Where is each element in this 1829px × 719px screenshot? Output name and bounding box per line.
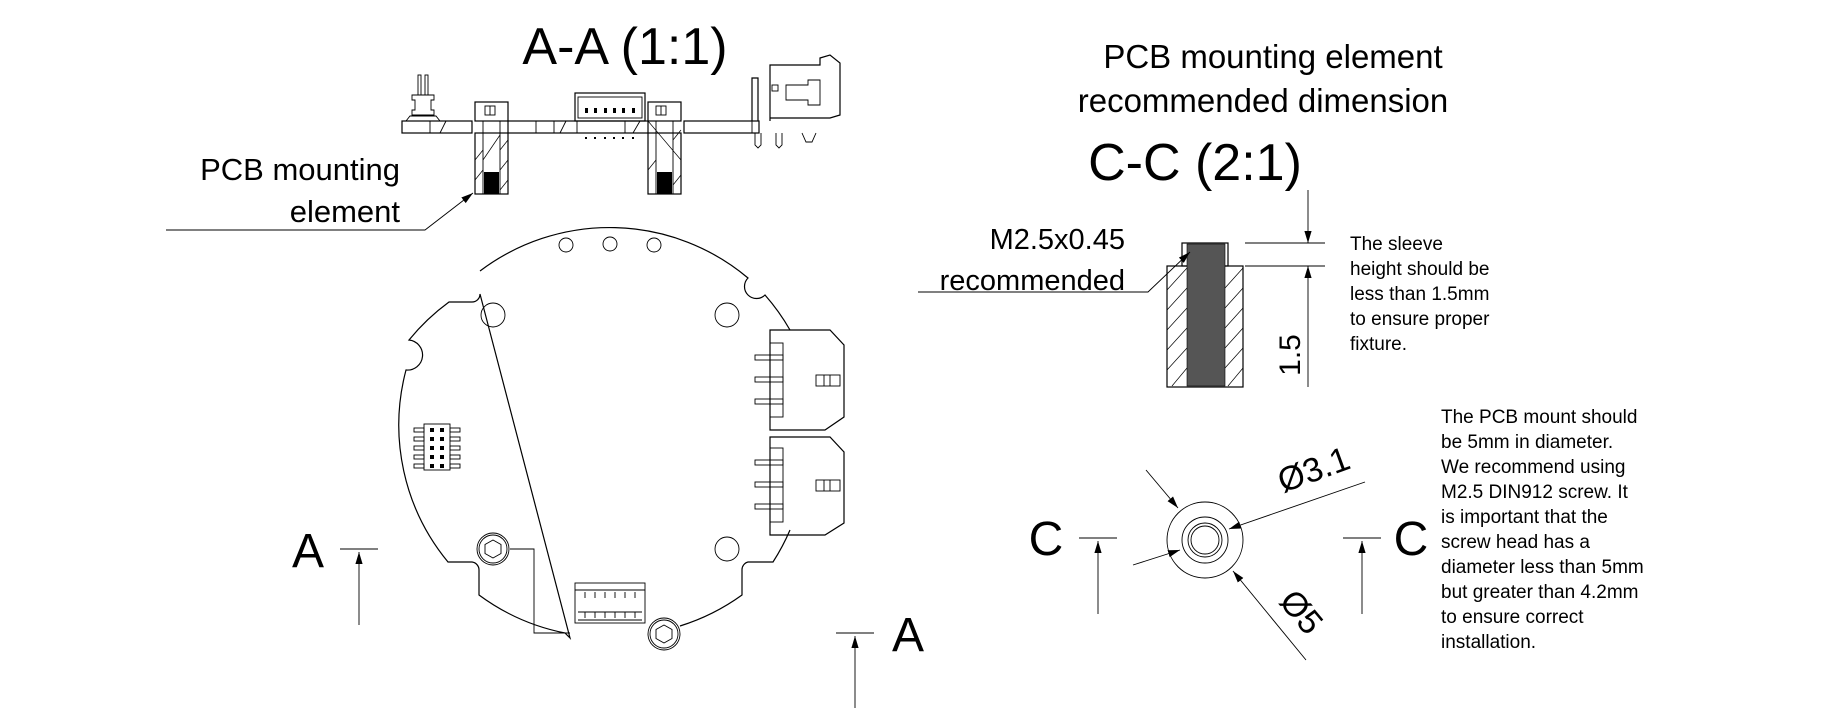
thread-callout: M2.5x0.45 recommended xyxy=(918,224,1191,297)
section-aa-title: A-A (1:1) xyxy=(522,18,727,76)
inner-diameter-label: Ø3.1 xyxy=(1273,440,1355,501)
mount-note-line: M2.5 DIN912 screw. It xyxy=(1441,482,1629,503)
mount-note-line: The PCB mount should xyxy=(1441,407,1637,428)
callout-line-1: PCB mounting xyxy=(200,152,400,187)
hole xyxy=(602,236,618,252)
section-marker-c-right: C xyxy=(1343,513,1428,614)
sleeve-note-line: fixture. xyxy=(1350,334,1407,355)
mount-note: The PCB mount should be 5mm in diameter.… xyxy=(1441,407,1644,653)
callout-pcb-mounting-element: PCB mounting element xyxy=(166,152,474,231)
pin-header-2x5 xyxy=(413,423,461,471)
connector-top-side xyxy=(574,92,646,139)
mount-note-line: We recommend using xyxy=(1441,457,1625,478)
height-dimension-value: 1.5 xyxy=(1274,334,1307,376)
mount-note-line: be 5mm in diameter. xyxy=(1441,432,1613,453)
hole xyxy=(558,237,574,253)
mount-note-line: screw head has a xyxy=(1441,532,1590,553)
mount-note-line: but greater than 4.2mm xyxy=(1441,582,1639,603)
marker-a-left-label: A xyxy=(292,525,324,578)
screw-head-bottom xyxy=(647,617,681,651)
sleeve-note-line: The sleeve xyxy=(1350,234,1443,255)
mounting-standoff-right xyxy=(647,101,682,195)
sleeve-note: The sleeve height should be less than 1.… xyxy=(1350,234,1490,355)
section-marker-c-left: C xyxy=(1029,513,1117,614)
section-aa-view: A-A (1:1) xyxy=(166,18,841,231)
connector-right-side xyxy=(751,54,841,149)
pcb-outline xyxy=(398,227,791,640)
inner-circle xyxy=(1181,516,1229,564)
height-dimension: 1.5 xyxy=(1245,190,1325,387)
mount-note-line: to ensure correct xyxy=(1441,607,1584,628)
section-cc-view: PCB mounting element recommended dimensi… xyxy=(918,38,1490,388)
pcb-plan-view: A A xyxy=(292,227,924,708)
mount-note-line: is important that the xyxy=(1441,507,1608,528)
mounting-hole xyxy=(714,302,740,328)
sleeve-note-line: less than 1.5mm xyxy=(1350,284,1489,305)
sleeve-cross-section xyxy=(1166,242,1244,388)
cc-heading-line-2: recommended dimension xyxy=(1078,82,1449,119)
thread-label-line-1: M2.5x0.45 xyxy=(990,224,1125,256)
connector-bottom-plan xyxy=(574,582,646,624)
callout-line-2: element xyxy=(290,194,401,229)
pin-header-side xyxy=(405,74,441,122)
connector-right-lower xyxy=(754,436,845,536)
thread-circle xyxy=(1187,522,1223,558)
sleeve-note-line: height should be xyxy=(1350,259,1489,280)
marker-a-bottom-label: A xyxy=(892,609,924,662)
cc-heading-line-1: PCB mounting element xyxy=(1103,38,1442,75)
pcb-board-side xyxy=(401,120,760,134)
outer-diameter-circle xyxy=(1166,501,1244,579)
mounting-hole xyxy=(480,302,506,328)
mount-note-line: installation. xyxy=(1441,632,1536,653)
section-cc-title: C-C (2:1) xyxy=(1088,134,1302,192)
section-marker-a-left: A xyxy=(292,525,378,625)
mount-top-view: Ø3.1 Ø5 C C The PCB mount should be 5mm … xyxy=(1029,407,1644,661)
bore-circle xyxy=(1190,525,1220,555)
section-marker-a-bottom: A xyxy=(836,609,924,708)
hole xyxy=(646,237,662,253)
outer-diameter-label: Ø5 xyxy=(1272,583,1330,642)
mount-note-line: diameter less than 5mm xyxy=(1441,557,1644,578)
marker-c-left-label: C xyxy=(1029,513,1064,566)
mounting-standoff-left xyxy=(474,101,509,195)
screw-head-left xyxy=(476,532,570,634)
connector-right-upper xyxy=(754,329,845,431)
marker-c-right-label: C xyxy=(1394,513,1429,566)
sleeve-note-line: to ensure proper xyxy=(1350,309,1490,330)
mounting-hole xyxy=(714,536,740,562)
